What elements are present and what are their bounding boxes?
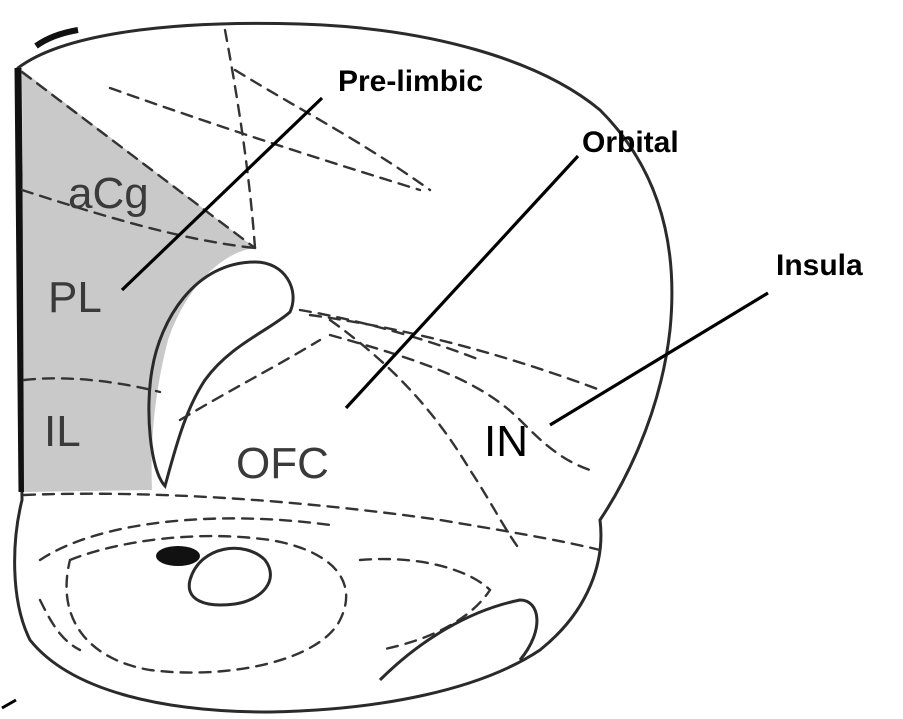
ventral-dashed-small (40, 600, 80, 650)
ventral-solid-arc (380, 600, 537, 680)
ofc-inner-dashed (180, 340, 320, 420)
bottom-left-tick (2, 700, 16, 708)
leader-insula (550, 293, 768, 425)
region-label-pl: PL (48, 273, 102, 322)
region-label-acg: aCg (68, 169, 149, 218)
region-label-il: IL (44, 407, 81, 456)
callout-orbital: Orbital (582, 126, 679, 159)
dorsal-dashed-1 (225, 30, 255, 248)
region-label-in: IN (484, 417, 528, 466)
ventral-dashed-ring-2 (360, 559, 490, 650)
callout-prelimbic: Pre-limbic (338, 65, 483, 98)
medial-wall (18, 68, 22, 492)
black-nucleus (156, 546, 200, 566)
region-label-ofc: OFC (236, 439, 329, 488)
lateral-dashed-1 (310, 315, 600, 390)
callout-insula: Insula (776, 249, 863, 282)
lateral-dashed-2 (330, 335, 590, 470)
ventral-oval (189, 548, 270, 605)
